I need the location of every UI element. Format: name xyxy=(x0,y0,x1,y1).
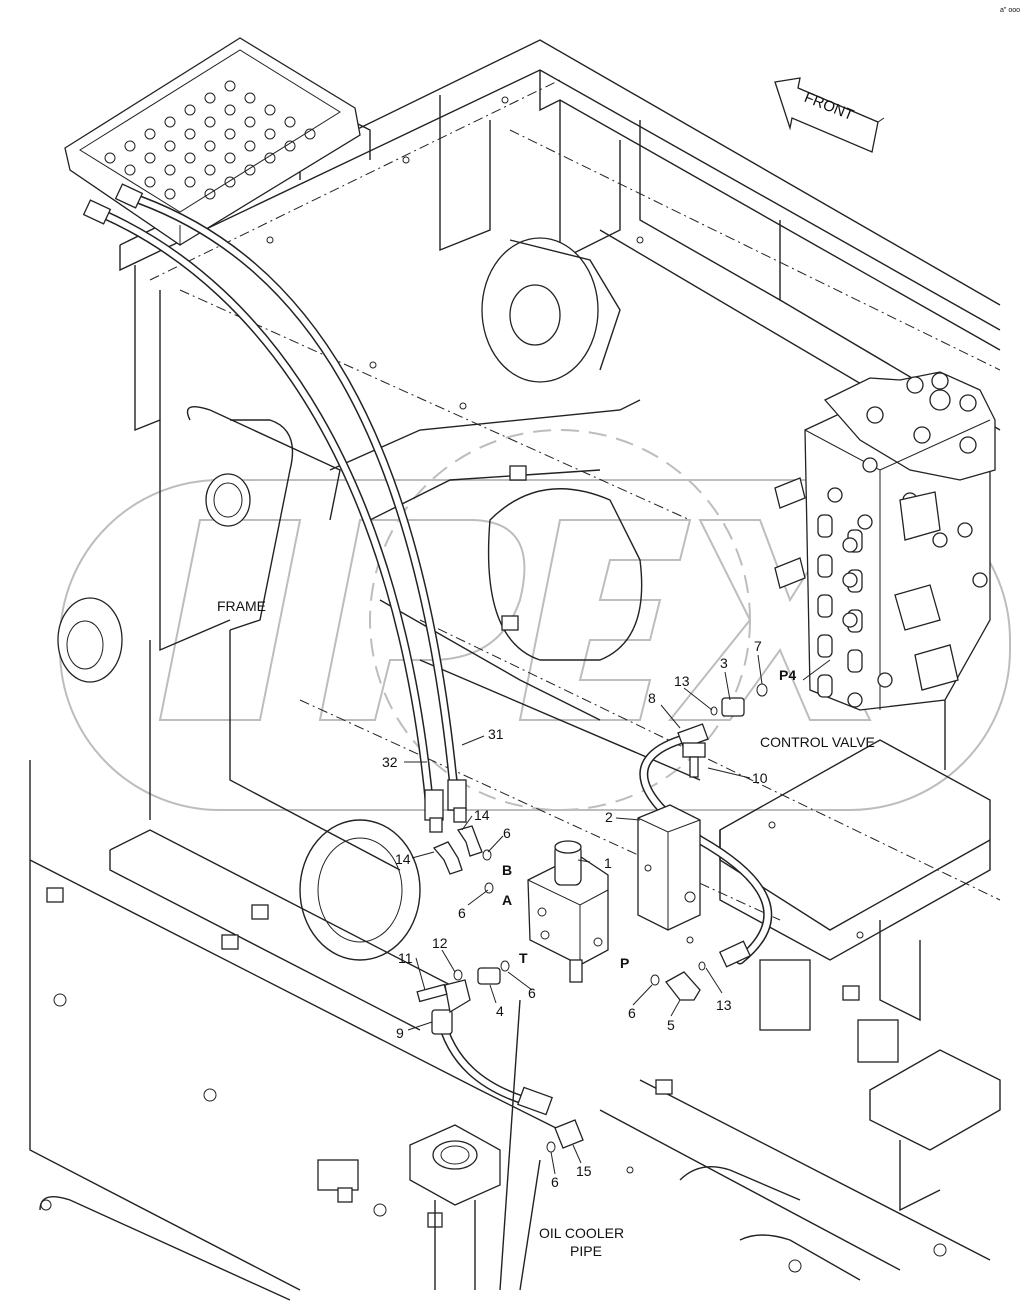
callout-9: 9 xyxy=(396,1025,404,1041)
bracket xyxy=(637,804,701,931)
oil-cooler-pipe xyxy=(409,999,541,1291)
callout-7: 7 xyxy=(754,638,762,654)
callout-13-b: 13 xyxy=(716,997,732,1013)
valve-block xyxy=(527,840,609,983)
corner-mark: a" ooo xyxy=(1000,7,1020,14)
front-direction-arrow: FRONT xyxy=(774,77,885,153)
oil-cooler-label-line1: OIL COOLER xyxy=(539,1225,624,1241)
callout-6-a: 6 xyxy=(503,825,511,841)
part-callouts: 1 2 3 4 5 6 6 6 6 6 7 8 9 10 11 12 13 13… xyxy=(382,638,768,1190)
port-p-label: P xyxy=(620,955,629,971)
hose-31-32 xyxy=(82,183,467,833)
callout-6-b: 6 xyxy=(458,905,466,921)
callout-6-c: 6 xyxy=(528,985,536,1001)
callout-12: 12 xyxy=(432,935,448,951)
leader-lines xyxy=(404,654,831,1175)
port-p4-label: P4 xyxy=(779,667,796,683)
callout-4: 4 xyxy=(496,1003,504,1019)
frame-label: FRAME xyxy=(217,598,266,614)
callout-14-b: 14 xyxy=(395,851,411,867)
callout-2: 2 xyxy=(605,809,613,825)
port-b-label: B xyxy=(502,862,512,878)
callout-31: 31 xyxy=(488,726,504,742)
callout-8: 8 xyxy=(648,690,656,706)
port-a-label: A xyxy=(502,892,512,908)
port-t-label: T xyxy=(519,950,528,966)
oil-cooler-label-line2: PIPE xyxy=(570,1243,602,1259)
fittings xyxy=(416,683,768,1153)
callout-11: 11 xyxy=(398,950,413,966)
callout-1: 1 xyxy=(604,855,612,871)
callout-32: 32 xyxy=(382,754,398,770)
hose-9 xyxy=(431,979,554,1116)
frame-structure xyxy=(29,39,1001,1301)
callout-14-a: 14 xyxy=(474,807,490,823)
callout-6-e: 6 xyxy=(551,1174,559,1190)
callout-15: 15 xyxy=(576,1163,592,1179)
callout-3: 3 xyxy=(720,655,728,671)
control-valve xyxy=(774,371,996,770)
callout-13-a: 13 xyxy=(674,673,690,689)
callout-10: 10 xyxy=(752,770,768,786)
callout-5: 5 xyxy=(667,1017,675,1033)
control-valve-label: CONTROL VALVE xyxy=(760,734,875,750)
callout-6-d: 6 xyxy=(628,1005,636,1021)
